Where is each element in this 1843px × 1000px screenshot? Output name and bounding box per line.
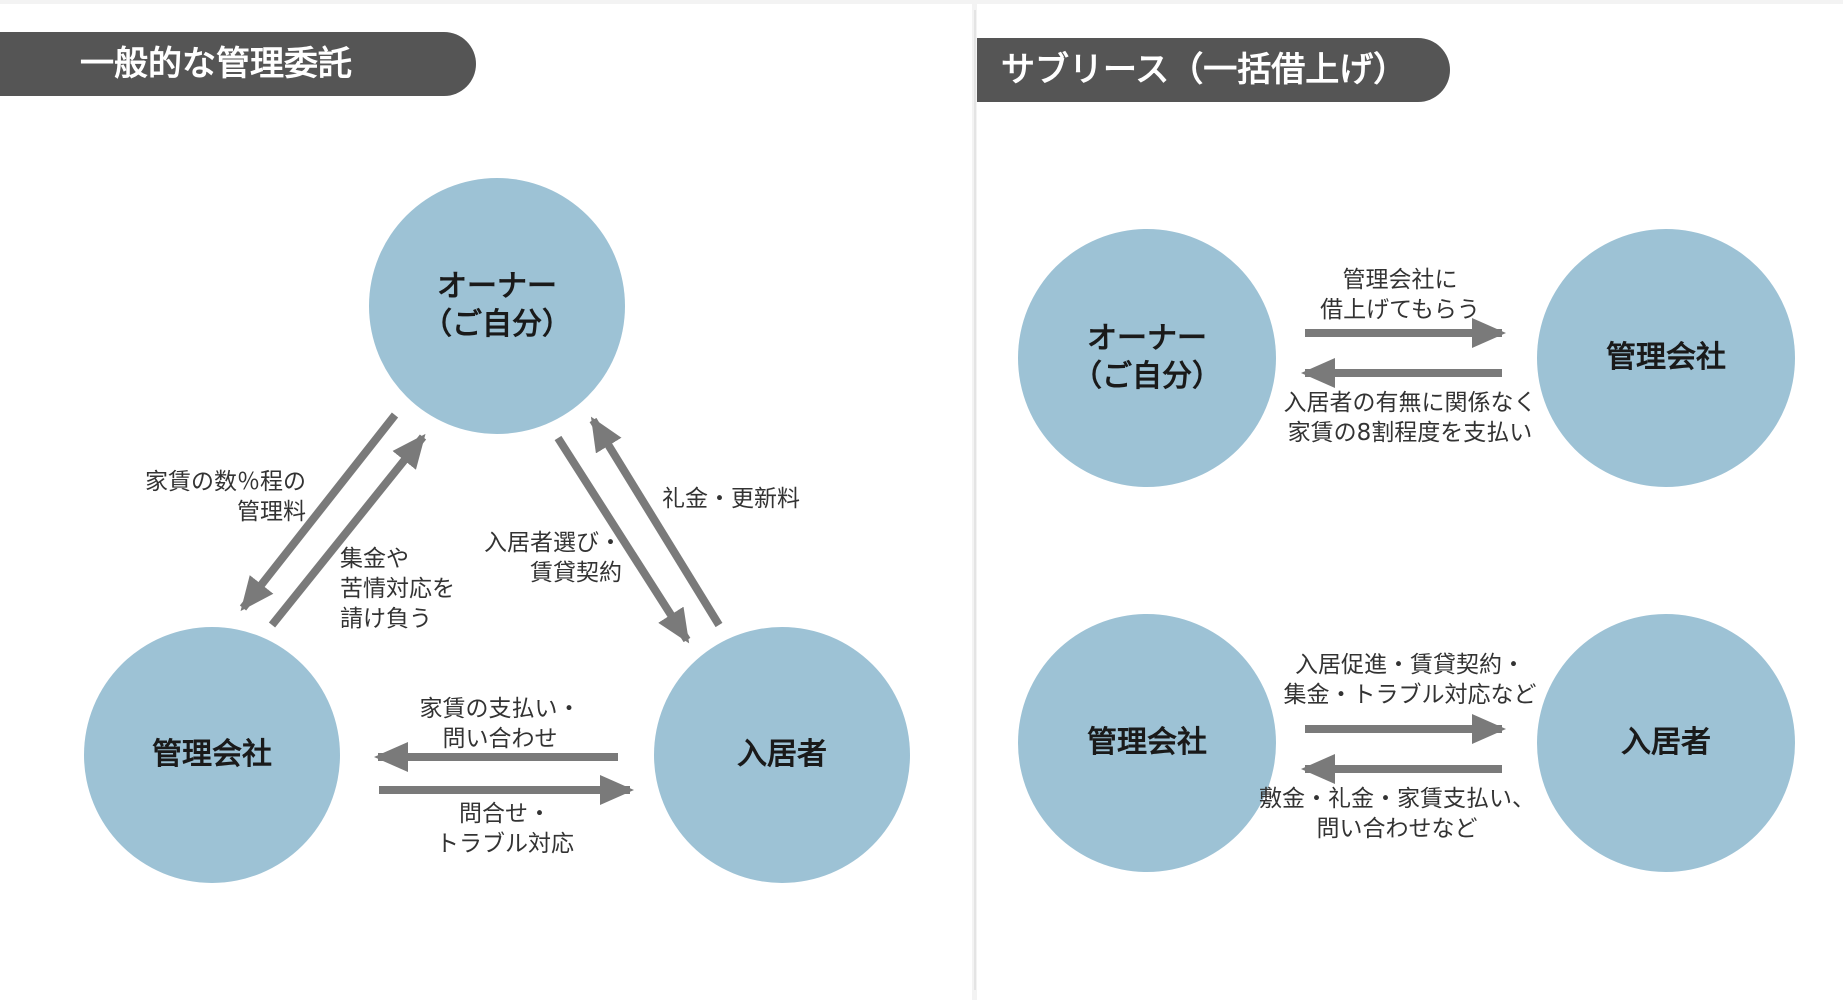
lease-out-label: 管理会社に 借上げてもらう [1320,267,1480,323]
tenant-node-right: 入居者 [1537,614,1795,872]
collection-label: 集金や 苦情対応を 請け負う [340,546,455,632]
management-node-right-bottom: 管理会社 [1018,614,1276,872]
arrow-owner-to-tenant [554,435,691,644]
owner-node-left: オーナー （ご自分） [369,178,625,434]
general-management-title: 一般的な管理委託 [0,32,476,96]
services-label: 入居促進・賃貸契約・ 集金・トラブル対応など [1283,652,1537,708]
arrow-management-to-owner [268,433,427,628]
management-node-right-top: 管理会社 [1537,229,1795,487]
management-node-left: 管理会社 [84,627,340,883]
arrow-tenant-to-owner [589,416,723,628]
key-money-label: 礼金・更新料 [662,486,800,512]
management-fee-label: 家賃の数％程の 管理料 [145,469,306,525]
guaranteed-rent-label: 入居者の有無に関係なく 家賃の8割程度を支払い [1283,390,1537,446]
tenant-node-left: 入居者 [654,627,910,883]
rent-payment-label: 家賃の支払い・ 問い合わせ [419,696,581,752]
arrow-owner-to-management [239,412,399,612]
tenant-selection-label: 入居者選び・ 賃貸契約 [484,530,622,586]
panel-divider [974,10,976,990]
inquiry-label: 問合せ・ トラブル対応 [436,801,574,857]
sublease-title: サブリース（一括借上げ） [977,38,1450,102]
payments-label: 敷金・礼金・家賃支払い、 問い合わせなど [1259,786,1535,842]
owner-node-right: オーナー （ご自分） [1018,229,1276,487]
